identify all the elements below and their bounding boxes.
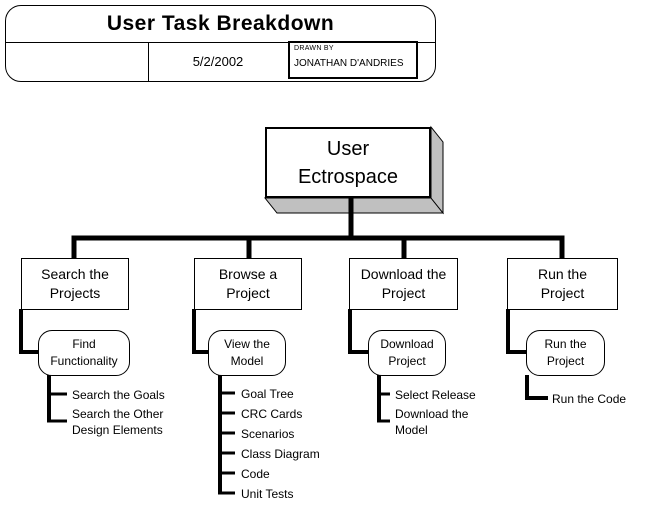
task-box-browse-a-project: Browse a Project <box>194 258 302 310</box>
leaf-goal-tree: Goal Tree <box>241 387 294 401</box>
task-box-search-the-projects: Search the Projects <box>21 258 129 310</box>
diagram-title: User Task Breakdown <box>106 12 335 35</box>
leaf-scenarios: Scenarios <box>241 427 295 441</box>
leaf-elbow-4 <box>525 375 548 400</box>
leaf-run-the-code: Run the Code <box>552 392 627 406</box>
subtask-run-the-project: Run the Project <box>526 330 605 376</box>
drawn-by-name: JONATHAN D'ANDRIES <box>294 58 404 69</box>
task-box-run-the-project: Run the Project <box>507 258 618 310</box>
leaf-crc-cards: CRC Cards <box>241 407 303 421</box>
title-block-divider <box>148 42 149 81</box>
root-shadow-bottom <box>263 197 445 214</box>
leaf-class-diagram: Class Diagram <box>241 447 320 461</box>
subtask-view-the-model: View the Model <box>208 330 286 376</box>
subtask-find-functionality: Find Functionality <box>38 330 130 376</box>
root-shadow-right <box>430 125 444 215</box>
title-row: User Task Breakdown <box>6 6 435 43</box>
leaf-unit-tests: Unit Tests <box>241 487 294 501</box>
drawn-by-label: DRAWN BY <box>294 45 334 52</box>
subtask-download-project: Download Project <box>368 330 446 376</box>
leaf-select-release: Select Release <box>395 388 476 402</box>
elbow-4 <box>506 309 526 354</box>
drawn-by-box: DRAWN BY JONATHAN D'ANDRIES <box>288 41 418 79</box>
leaf-search-the-goals: Search the Goals <box>72 388 165 402</box>
leaf-search-other-design: Search the Other Design Elements <box>72 407 164 437</box>
title-block: User Task Breakdown 5/2/2002 DRAWN BY JO… <box>5 5 436 82</box>
elbow-2 <box>192 309 208 354</box>
task-box-download-the-project: Download the Project <box>349 258 458 310</box>
elbow-1 <box>19 309 38 354</box>
root-node-user-ectrospace: User Ectrospace <box>265 127 431 198</box>
leaf-code: Code <box>241 467 270 481</box>
date-cell: 5/2/2002 <box>192 54 244 69</box>
elbow-3 <box>348 309 368 354</box>
leaf-download-the-model: Download the Model <box>395 407 469 437</box>
